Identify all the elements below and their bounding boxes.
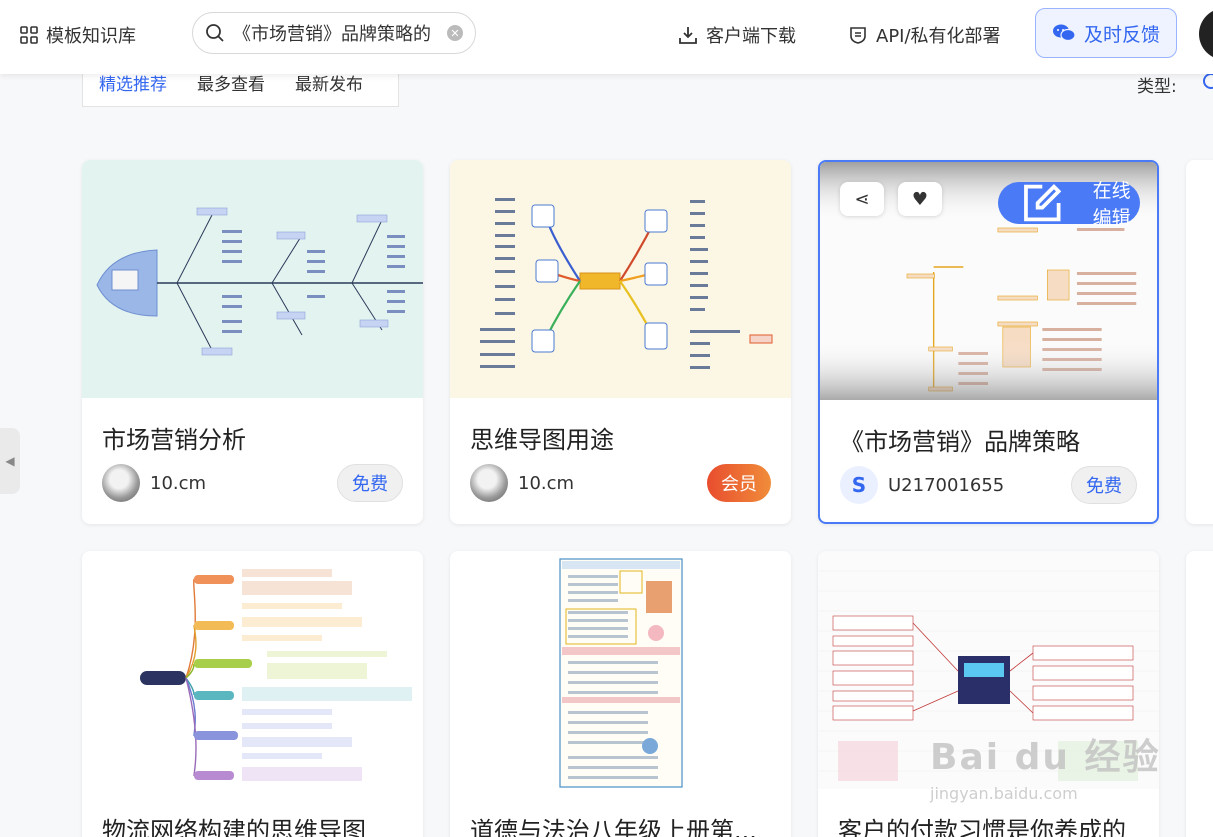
card-thumbnail <box>82 551 423 789</box>
baidu-watermark-url: jingyan.baidu.com <box>930 784 1078 803</box>
download-client-link[interactable]: 客户端下载 <box>678 22 796 48</box>
tab-most-viewed[interactable]: 最多查看 <box>197 75 265 95</box>
edit-icon <box>1024 184 1062 222</box>
template-card[interactable]: 客户的付款习惯是你养成的 <box>818 551 1159 837</box>
template-card-partial[interactable] <box>1186 160 1213 524</box>
edit-online-label: 在线编辑 <box>1092 180 1131 229</box>
collapse-handle[interactable]: ◀ <box>0 428 20 494</box>
tab-newest[interactable]: 最新发布 <box>295 75 363 95</box>
card-title[interactable]: 《市场营销》品牌策略 <box>840 428 1080 456</box>
wechat-icon <box>1052 24 1076 42</box>
templates-link[interactable]: 模板知识库 <box>20 22 136 48</box>
search-icon <box>206 24 224 42</box>
favorite-button[interactable]: ♥ <box>898 182 942 216</box>
type-filter-label: 类型: <box>1137 77 1177 97</box>
share-icon: ⋖ <box>854 188 870 210</box>
card-author[interactable]: S U217001655 <box>840 466 1004 504</box>
price-badge: 免费 <box>1071 466 1137 504</box>
baidu-watermark: Bai du 经验 <box>930 737 1161 778</box>
feedback-label: 及时反馈 <box>1083 23 1160 46</box>
feedback-button[interactable]: 及时反馈 <box>1035 8 1177 58</box>
author-name: 10.cm <box>518 472 575 494</box>
author-name: U217001655 <box>888 474 1005 496</box>
author-avatar <box>470 464 508 502</box>
heart-icon: ♥ <box>911 188 929 210</box>
card-thumbnail <box>818 551 1159 789</box>
templates-label: 模板知识库 <box>46 26 136 47</box>
clear-icon[interactable]: ✕ <box>447 25 463 41</box>
card-title[interactable]: 道德与法治八年级上册第... <box>470 817 757 837</box>
template-card[interactable]: 道德与法治八年级上册第... <box>450 551 791 837</box>
author-avatar <box>102 464 140 502</box>
card-title[interactable]: 物流网络构建的思维导图 <box>102 817 366 837</box>
author-logo-icon: S <box>840 466 878 504</box>
template-card[interactable]: 思维导图用途 10.cm 会员 <box>450 160 791 524</box>
tab-featured[interactable]: 精选推荐 <box>99 75 167 95</box>
card-title[interactable]: 市场营销分析 <box>102 426 246 454</box>
price-badge: 会员 <box>707 464 771 502</box>
search-input[interactable]: 《市场营销》品牌策略的 ✕ <box>192 12 476 54</box>
share-button[interactable]: ⋖ <box>840 182 884 216</box>
template-card-partial[interactable] <box>1186 551 1213 837</box>
price-badge: 免费 <box>337 464 403 502</box>
grid-icon <box>20 26 38 44</box>
author-name: 10.cm <box>150 472 207 494</box>
top-bar: 模板知识库 《市场营销》品牌策略的 ✕ 客户端下载 API/私有化部署 及时反馈 <box>0 0 1213 74</box>
card-thumbnail: ⋖ ♥ 在线编辑 <box>820 162 1157 400</box>
card-thumbnail <box>82 160 423 398</box>
card-title[interactable]: 客户的付款习惯是你养成的 <box>838 817 1126 837</box>
download-label: 客户端下载 <box>706 26 796 47</box>
chevron-left-icon: ◀ <box>5 454 15 468</box>
template-card[interactable]: 物流网络构建的思维导图 <box>82 551 423 837</box>
search-query: 《市场营销》品牌策略的 <box>233 24 431 45</box>
card-thumbnail <box>450 551 791 789</box>
api-deploy-link[interactable]: API/私有化部署 <box>848 22 1001 48</box>
template-card-selected[interactable]: ⋖ ♥ 在线编辑 《市场营销》品牌策略 S U217001655 免费 <box>818 160 1159 524</box>
card-title[interactable]: 思维导图用途 <box>470 426 614 454</box>
type-radio[interactable] <box>1203 73 1213 89</box>
card-author[interactable]: 10.cm <box>102 464 206 502</box>
card-author[interactable]: 10.cm <box>470 464 574 502</box>
shield-icon <box>850 27 866 44</box>
download-icon <box>679 27 697 44</box>
user-avatar[interactable] <box>1199 8 1213 60</box>
card-thumbnail <box>450 160 791 398</box>
api-label: API/私有化部署 <box>876 26 1001 47</box>
template-card[interactable]: 市场营销分析 10.cm 免费 <box>82 160 423 524</box>
edit-online-button[interactable]: 在线编辑 <box>998 180 1140 229</box>
